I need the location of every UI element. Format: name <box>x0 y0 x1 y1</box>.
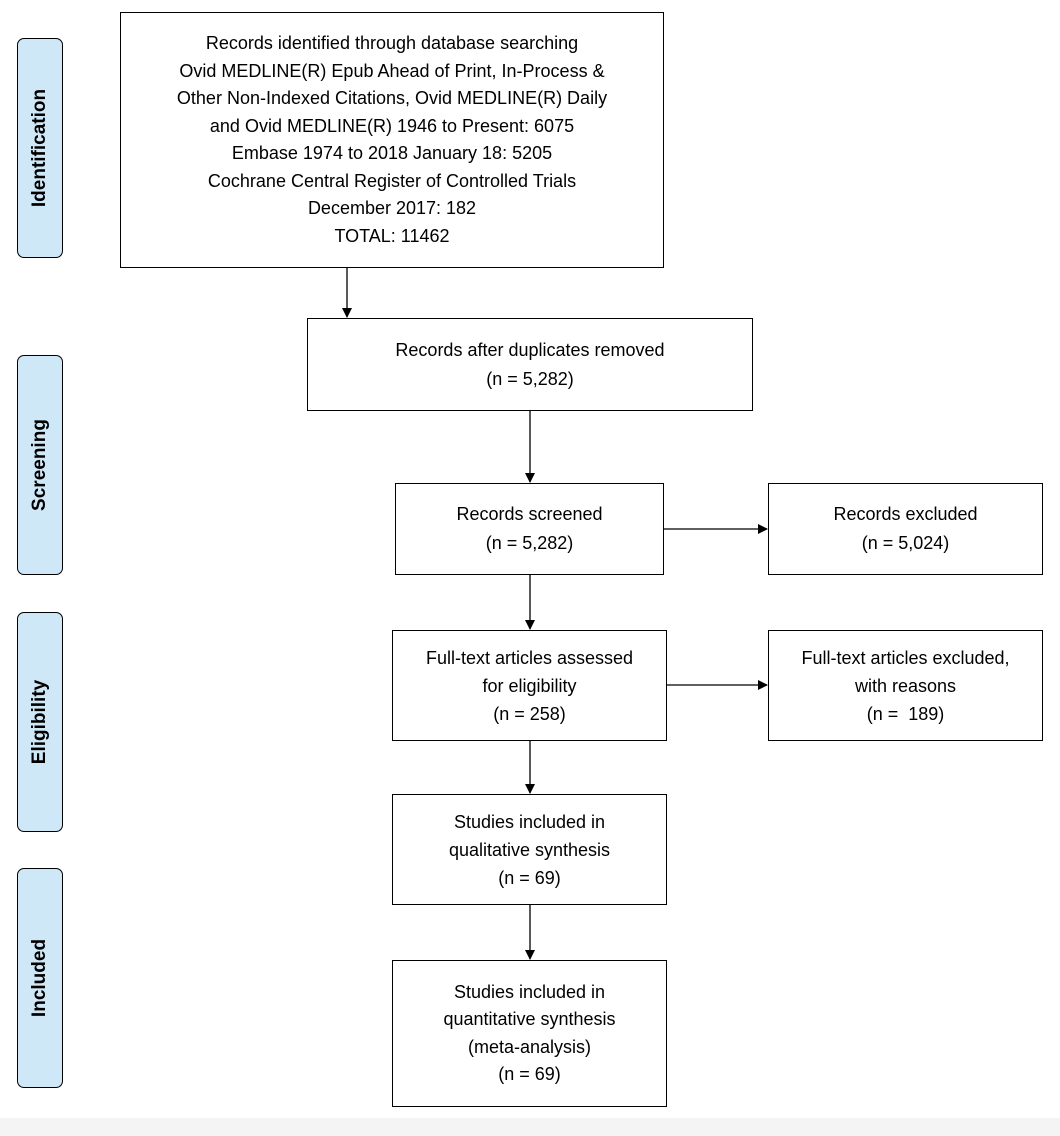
box-line: Full-text articles excluded, <box>801 647 1010 668</box>
box-line: with reasons <box>854 675 957 696</box>
box-count: (n = 5,024) <box>861 533 950 553</box>
box-line: Other Non-Indexed Citations, Ovid MEDLIN… <box>176 88 608 108</box>
box-line: Records excluded <box>833 504 978 524</box>
box-line: quantitative synthesis <box>443 1009 616 1029</box>
stage-label-eligibility: Eligibility <box>17 612 63 832</box>
stage-label-included: Included <box>17 868 63 1088</box>
box-line: for eligibility <box>482 675 577 696</box>
box-line: Ovid MEDLINE(R) Epub Ahead of Print, In-… <box>179 60 605 81</box>
box-line: Embase 1974 to 2018 January 18: 5205 <box>231 143 553 163</box>
box-count: (n = 5,282) <box>486 368 574 389</box>
records-identified-box: Records identified through database sear… <box>120 12 664 268</box>
box-line: Records screened <box>456 504 603 524</box>
records-excluded-box: Records excluded (n = 5,024) <box>768 483 1043 575</box>
box-line: and Ovid MEDLINE(R) 1946 to Present: 607… <box>209 115 575 136</box>
page-bottom-strip <box>0 1118 1060 1136</box>
box-count: (n = 258) <box>493 703 566 724</box>
stage-label-identification: Identification <box>17 38 63 258</box>
box-line: Studies included in <box>453 981 606 1002</box>
box-line: December 2017: 182 <box>307 198 477 218</box>
box-line: Full-text articles assessed <box>425 647 634 668</box>
quantitative-synthesis-box: Studies included in quantitative synthes… <box>392 960 667 1107</box>
records-deduplicated-box: Records after duplicates removed (n = 5,… <box>307 318 753 411</box>
qualitative-synthesis-box: Studies included in qualitative synthesi… <box>392 794 667 905</box>
fulltext-excluded-box: Full-text articles excluded, with reason… <box>768 630 1043 741</box>
box-line: Records after duplicates removed <box>395 339 665 360</box>
records-screened-box: Records screened (n = 5,282) <box>395 483 664 575</box>
box-count: (n = 69) <box>498 867 561 888</box>
box-line: (meta-analysis) <box>467 1036 592 1057</box>
box-count: (n = 5,282) <box>485 533 574 553</box>
box-line: Studies included in <box>453 811 606 832</box>
fulltext-assessed-box: Full-text articles assessed for eligibil… <box>392 630 667 741</box>
box-line: Records identified through database sear… <box>205 33 579 53</box>
box-line: qualitative synthesis <box>448 839 611 860</box>
stage-label-screening: Screening <box>17 355 63 575</box>
box-line: Cochrane Central Register of Controlled … <box>207 170 577 191</box>
box-count: (n = 189) <box>866 703 945 724</box>
box-count: (n = 69) <box>498 1064 561 1084</box>
box-line: TOTAL: 11462 <box>334 225 450 246</box>
